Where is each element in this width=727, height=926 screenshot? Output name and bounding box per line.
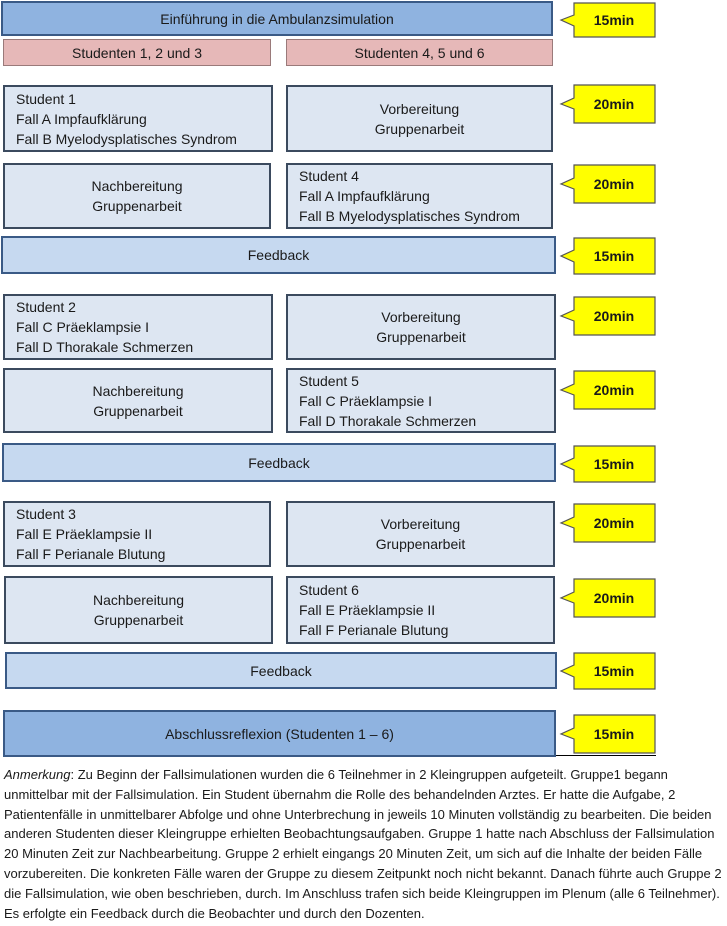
feedback-label: Feedback xyxy=(250,662,312,679)
callout-shape xyxy=(559,578,656,618)
student-name: Student 4 xyxy=(299,168,359,184)
case-line: Fall A Impfaufklärung xyxy=(299,188,430,204)
case-line: Fall D Thorakale Schmerzen xyxy=(299,412,477,429)
phase-label: Vorbereitung xyxy=(379,100,460,117)
feedback-label: Feedback xyxy=(248,454,310,471)
case-line: Fall C Präeklampsie I xyxy=(299,392,433,409)
follow-up-box-3: Nachbereitung Gruppenarbeit xyxy=(4,576,273,644)
time-callout: 20min xyxy=(559,578,656,618)
time-callout: 20min xyxy=(559,296,656,336)
follow-up-box-1: Nachbereitung Gruppenarbeit xyxy=(3,163,271,229)
time-label: 20min xyxy=(593,96,635,112)
callout-shape xyxy=(559,296,656,336)
time-label: 20min xyxy=(593,382,635,398)
feedback-box-2: Feedback xyxy=(2,443,556,482)
feedback-box-1: Feedback xyxy=(1,236,556,274)
preparation-box-1: Vorbereitung Gruppenarbeit xyxy=(286,85,553,152)
callout-shape xyxy=(559,445,656,483)
callout-shape xyxy=(559,164,656,204)
callout-shape xyxy=(559,652,656,690)
student-name: Student 6 xyxy=(299,582,359,598)
group-right-label: Studenten 4, 5 und 6 xyxy=(354,44,485,61)
case-line: Fall B Myelodysplatisches Syndrom xyxy=(16,130,237,147)
final-reflection-box: Abschlussreflexion (Studenten 1 – 6) xyxy=(3,710,556,757)
student-name: Student 3 xyxy=(16,506,76,522)
student-6-box: Student 6 Fall E Präeklampsie II Fall F … xyxy=(286,576,555,644)
callout-shape xyxy=(559,237,656,275)
time-callout: 15min xyxy=(559,237,656,275)
time-callout: 15min xyxy=(559,652,656,690)
student-3-box: Student 3 Fall E Präeklampsie II Fall F … xyxy=(3,501,271,567)
footnote-text: : Zu Beginn der Fallsimulationen wurden … xyxy=(4,767,722,921)
phase-label: Nachbereitung xyxy=(92,382,184,399)
student-2-box: Student 2 Fall C Präeklampsie I Fall D T… xyxy=(3,294,273,360)
phase-sublabel: Gruppenarbeit xyxy=(93,612,184,628)
intro-box: Einführung in die Ambulanzsimulation xyxy=(1,1,553,36)
phase-sublabel: Gruppenarbeit xyxy=(92,198,182,214)
phase-label: Nachbereitung xyxy=(91,178,183,194)
time-callout: 20min xyxy=(559,370,656,410)
intro-label: Einführung in die Ambulanzsimulation xyxy=(160,10,394,27)
case-line: Fall E Präeklampsie II xyxy=(299,602,436,618)
final-reflection-label: Abschlussreflexion (Studenten 1 – 6) xyxy=(165,725,394,742)
time-callout: 20min xyxy=(559,84,656,124)
footnote: Anmerkung: Zu Beginn der Fallsimulatione… xyxy=(4,765,722,923)
student-1-box: Student 1 Fall A Impfaufklärung Fall B M… xyxy=(3,85,273,152)
callout-shape xyxy=(559,503,656,543)
time-label: 20min xyxy=(593,590,635,606)
feedback-box-3: Feedback xyxy=(5,652,557,689)
preparation-box-3: Vorbereitung Gruppenarbeit xyxy=(286,501,555,567)
divider xyxy=(556,755,656,756)
student-name: Student 1 xyxy=(16,90,76,107)
group-left-label: Studenten 1, 2 und 3 xyxy=(72,44,202,61)
phase-sublabel: Gruppenarbeit xyxy=(93,402,183,419)
student-name: Student 5 xyxy=(299,372,359,389)
follow-up-box-2: Nachbereitung Gruppenarbeit xyxy=(3,368,273,433)
callout-shape xyxy=(559,370,656,410)
phase-sublabel: Gruppenarbeit xyxy=(374,120,465,137)
group-left-box: Studenten 1, 2 und 3 xyxy=(3,39,271,66)
time-label: 15min xyxy=(593,12,635,28)
time-label: 15min xyxy=(593,663,635,679)
case-line: Fall F Perianale Blutung xyxy=(299,622,449,638)
phase-label: Vorbereitung xyxy=(380,516,461,532)
footnote-label: Anmerkung xyxy=(4,767,71,782)
callout-shape xyxy=(559,84,656,124)
case-line: Fall E Präeklampsie II xyxy=(16,526,153,542)
time-callout: 20min xyxy=(559,164,656,204)
phase-sublabel: Gruppenarbeit xyxy=(376,329,466,345)
case-line: Fall C Präeklampsie I xyxy=(16,319,150,335)
time-label: 20min xyxy=(593,176,635,192)
callout-shape xyxy=(559,714,656,754)
group-right-box: Studenten 4, 5 und 6 xyxy=(286,39,553,66)
student-5-box: Student 5 Fall C Präeklampsie I Fall D T… xyxy=(286,368,556,433)
callout-shape xyxy=(559,2,656,38)
case-line: Fall A Impfaufklärung xyxy=(16,110,147,127)
time-label: 15min xyxy=(593,248,635,264)
time-callout: 20min xyxy=(559,503,656,543)
time-label: 15min xyxy=(593,456,635,472)
feedback-label: Feedback xyxy=(247,247,310,263)
time-label: 20min xyxy=(593,308,635,324)
student-name: Student 2 xyxy=(16,299,76,315)
time-label: 15min xyxy=(593,726,635,742)
time-label: 20min xyxy=(593,515,635,531)
phase-sublabel: Gruppenarbeit xyxy=(375,536,466,552)
time-callout: 15min xyxy=(559,445,656,483)
preparation-box-2: Vorbereitung Gruppenarbeit xyxy=(286,294,556,360)
phase-label: Vorbereitung xyxy=(381,309,461,325)
phase-label: Nachbereitung xyxy=(92,592,185,608)
case-line: Fall B Myelodysplatisches Syndrom xyxy=(299,208,520,224)
time-callout: 15min xyxy=(559,714,656,754)
time-callout: 15min xyxy=(559,2,656,38)
case-line: Fall D Thorakale Schmerzen xyxy=(16,339,194,355)
case-line: Fall F Perianale Blutung xyxy=(16,546,166,562)
student-4-box: Student 4 Fall A Impfaufklärung Fall B M… xyxy=(286,163,553,229)
